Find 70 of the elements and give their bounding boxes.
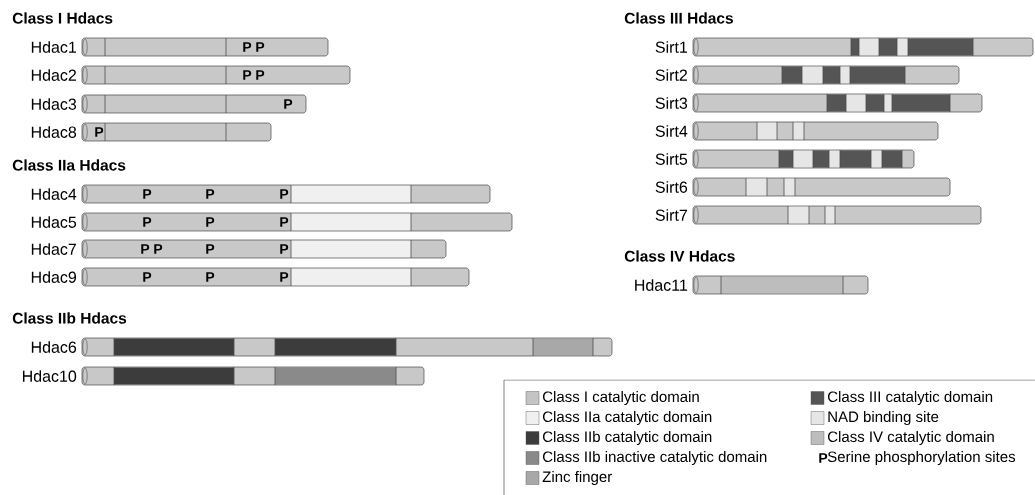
- protein-name: Sirt5: [655, 153, 688, 165]
- protein-name: Sirt4: [655, 125, 688, 137]
- phosphorylation-mark: P: [243, 70, 252, 80]
- protein-name: Hdac1: [31, 41, 76, 53]
- phosphorylation-mark: P: [206, 244, 215, 254]
- protein-bar: [81, 65, 351, 85]
- protein-name: Hdac3: [31, 98, 77, 110]
- protein-bar: [692, 121, 939, 141]
- protein-name: Hdac4: [31, 188, 77, 200]
- legend-text: Class IIb catalytic domain: [543, 431, 712, 445]
- section-title: Class IIa Hdacs: [12, 159, 126, 171]
- protein-name: Sirt7: [655, 209, 687, 221]
- protein-bar: [692, 65, 960, 85]
- protein-bar: [692, 149, 915, 169]
- legend-text: NAD binding site: [828, 411, 939, 425]
- section-title: Class I Hdacs: [12, 12, 113, 24]
- protein-name: Sirt3: [655, 97, 688, 109]
- legend-text: Class IV catalytic domain: [828, 431, 994, 445]
- phosphorylation-mark: P: [284, 99, 293, 109]
- phosphorylation-mark: P: [95, 127, 104, 137]
- section-title: Class IIb Hdacs: [12, 312, 127, 324]
- protein-name: Sirt1: [655, 41, 687, 53]
- phosphorylation-mark: P: [280, 272, 289, 282]
- protein-bar: [692, 205, 982, 225]
- protein-bar: [81, 212, 513, 232]
- legend-text: Serine phosphorylation sites: [827, 451, 1016, 465]
- protein-name: Hdac8: [31, 126, 77, 138]
- protein-name: Hdac6: [31, 341, 77, 353]
- protein-bar: [81, 37, 329, 57]
- phosphorylation-mark: P: [243, 42, 252, 52]
- phosphorylation-mark: P: [206, 217, 215, 227]
- phosphorylation-mark: P: [143, 189, 152, 199]
- protein-name: Hdac11: [635, 279, 687, 291]
- phosphorylation-mark: P: [280, 189, 289, 199]
- protein-bar: [81, 122, 272, 142]
- protein-bar: [81, 267, 470, 287]
- protein-bar: [81, 184, 491, 204]
- legend-text: Class IIb inactive catalytic domain: [543, 451, 767, 465]
- protein-name: Hdac5: [31, 216, 77, 228]
- protein-name: Hdac7: [31, 243, 76, 255]
- phosphorylation-mark: P: [206, 189, 215, 199]
- legend-text: Class I catalytic domain: [543, 391, 699, 405]
- phosphorylation-mark: P: [141, 244, 150, 254]
- phosphorylation-mark: P: [154, 244, 163, 254]
- protein-name: Hdac2: [31, 69, 76, 81]
- protein-bar: [692, 37, 1034, 57]
- protein-bar: [692, 93, 983, 113]
- legend-text: Zinc finger: [542, 471, 612, 485]
- protein-name: Hdac10: [22, 370, 77, 382]
- legend-symbol: P: [819, 453, 828, 463]
- protein-bar: [81, 94, 307, 114]
- protein-name: Sirt6: [655, 181, 688, 193]
- protein-name: Sirt2: [655, 69, 687, 81]
- phosphorylation-mark: P: [206, 272, 215, 282]
- protein-bar: [81, 366, 425, 386]
- protein-bar: [692, 275, 869, 295]
- phosphorylation-mark: P: [256, 42, 265, 52]
- phosphorylation-mark: P: [143, 272, 152, 282]
- legend-text: Class III catalytic domain: [828, 391, 993, 405]
- phosphorylation-mark: P: [143, 217, 152, 227]
- legend-text: Class IIa catalytic domain: [543, 411, 712, 425]
- phosphorylation-mark: P: [280, 244, 289, 254]
- protein-name: Hdac9: [31, 271, 77, 283]
- section-title: Class IV Hdacs: [624, 250, 735, 262]
- phosphorylation-mark: P: [280, 217, 289, 227]
- section-title: Class III Hdacs: [624, 12, 733, 24]
- protein-bar: [81, 337, 613, 357]
- protein-bar: [81, 239, 447, 259]
- phosphorylation-mark: P: [256, 70, 265, 80]
- protein-bar: [692, 177, 951, 197]
